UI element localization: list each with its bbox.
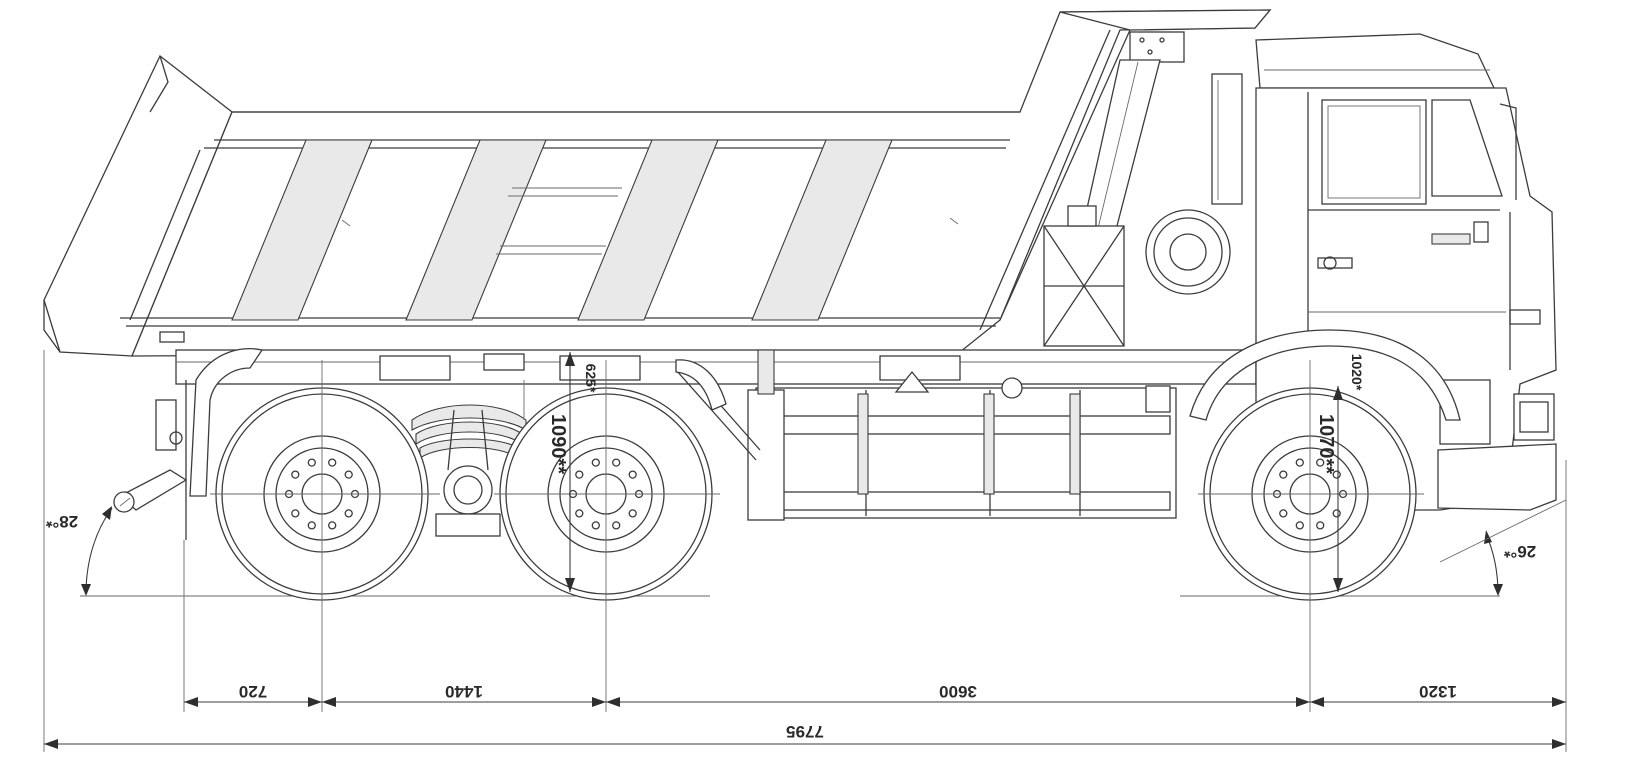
rear-fenders — [189, 348, 727, 497]
dim-approach-angle: 26°* — [1503, 542, 1536, 561]
lug-nut — [328, 521, 337, 530]
angle-indicators — [81, 497, 1567, 596]
lug-nut — [591, 458, 600, 467]
air-filter — [1145, 73, 1243, 295]
lug-nut — [291, 509, 300, 518]
lug-nut — [628, 470, 637, 479]
chassis-frame — [175, 349, 1257, 385]
extension-lines — [43, 350, 1567, 752]
lug-nut — [591, 521, 600, 530]
lug-nut — [575, 509, 584, 518]
dim-rear-overhang: 720 — [239, 682, 267, 701]
dump-body — [43, 9, 1272, 357]
driveline — [675, 349, 785, 521]
lug-nut — [307, 521, 316, 530]
lug-nut — [328, 458, 337, 467]
dim-rear-height: 1090** — [547, 414, 569, 474]
lug-nut — [1295, 521, 1304, 530]
dim-front-height: 1070** — [1315, 414, 1337, 474]
lug-nut — [628, 509, 637, 518]
lug-nut — [1279, 470, 1288, 479]
lug-nut — [1332, 470, 1341, 479]
dimension-labels: 720 1440 3600 1320 7795 1090** 1070** 62… — [45, 354, 1536, 741]
lug-nut — [612, 458, 621, 467]
body-stiffeners — [129, 139, 893, 321]
lug-nut — [291, 470, 300, 479]
lug-nut — [344, 470, 353, 479]
height-dimensions — [523, 352, 1343, 592]
dim-wheelbase: 3600 — [939, 682, 977, 701]
spare-tank-frame — [1043, 205, 1125, 347]
side-guard — [755, 370, 1177, 519]
dim-front-clearance: 1020* — [1349, 354, 1365, 391]
lug-nut — [575, 470, 584, 479]
front-fender — [1189, 329, 1461, 421]
lug-nut — [1279, 509, 1288, 518]
lug-nut — [307, 458, 316, 467]
length-dimensions — [44, 697, 1566, 749]
lug-nut — [344, 509, 353, 518]
wheel-centerlines — [210, 360, 1424, 712]
dim-overall-length: 7795 — [786, 722, 824, 741]
lug-nut — [1316, 458, 1325, 467]
dim-bogie-spacing: 1440 — [445, 682, 483, 701]
lug-nut — [1316, 521, 1325, 530]
dim-rear-clearance: 625* — [583, 364, 599, 393]
dim-departure-angle: 28°* — [45, 512, 78, 531]
lug-nut — [612, 521, 621, 530]
dim-front-overhang: 1320 — [1419, 682, 1457, 701]
lug-nut — [1332, 509, 1341, 518]
tow-hitch — [113, 380, 188, 540]
lug-nut — [1295, 458, 1304, 467]
